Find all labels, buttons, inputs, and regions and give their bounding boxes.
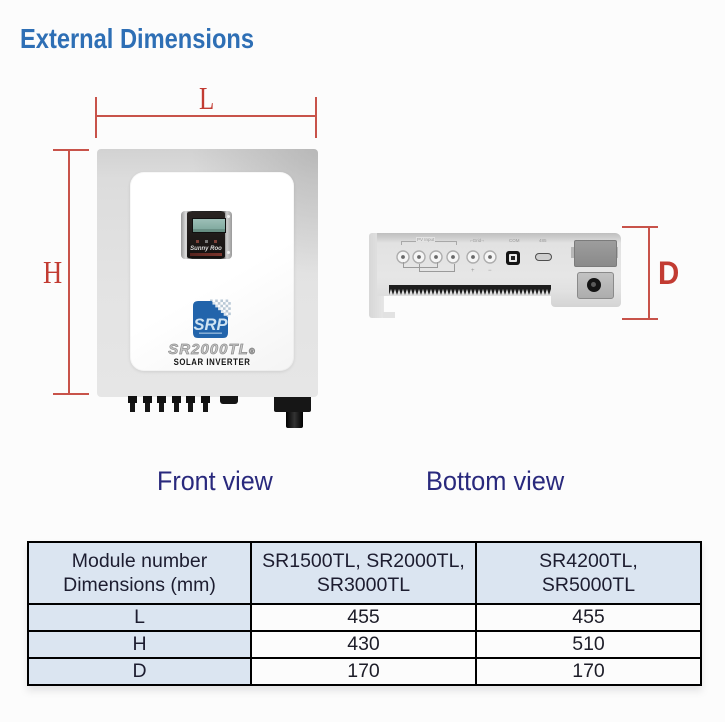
svg-text:SRP: SRP	[194, 316, 229, 334]
